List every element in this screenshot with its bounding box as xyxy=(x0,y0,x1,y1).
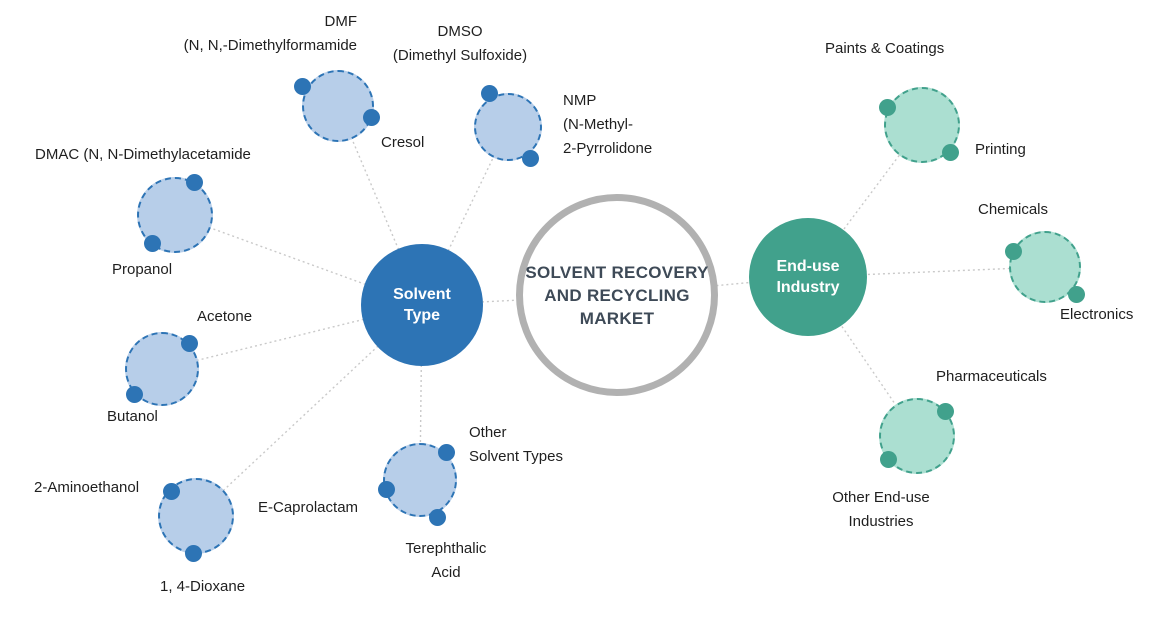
hub-solvent-type: Solvent Type xyxy=(361,244,483,366)
dot-1-4-dioxane xyxy=(185,545,202,562)
label-dmf: DMF (N, N,-Dimethylformamide xyxy=(183,13,357,54)
dot-other-end-use xyxy=(880,451,897,468)
dot-terephthalic-acid xyxy=(429,509,446,526)
satellite-dmf-cresol xyxy=(302,70,374,142)
dot-printing xyxy=(942,144,959,161)
label-nmp: NMP (N-Methyl- 2-Pyrrolidone xyxy=(563,92,653,157)
dot-other-solvent-types xyxy=(438,444,455,461)
diagram-title: SOLVENT RECOVERY AND RECYCLING MARKET xyxy=(525,262,709,328)
label-acetone: Acetone xyxy=(197,308,253,325)
label-e-caprolactam: E-Caprolactam xyxy=(258,499,359,516)
dot-pharmaceuticals xyxy=(937,403,954,420)
label-1-4-dioxane: 1, 4-Dioxane xyxy=(160,578,246,595)
label-electronics: Electronics xyxy=(1060,306,1134,323)
dot-electronics xyxy=(1068,286,1085,303)
dot-propanol xyxy=(144,235,161,252)
dot-cresol xyxy=(363,109,380,126)
label-2-aminoethanol: 2-Aminoethanol xyxy=(34,479,140,496)
dot-nmp xyxy=(522,150,539,167)
satellite-dmso-nmp xyxy=(474,93,542,161)
hub-end-use-industry: End-use Industry xyxy=(749,218,867,336)
dot-dmf xyxy=(294,78,311,95)
label-paints-coatings: Paints & Coatings xyxy=(825,40,945,57)
connector-line xyxy=(174,214,423,306)
label-pharmaceuticals: Pharmaceuticals xyxy=(936,368,1047,385)
label-printing: Printing xyxy=(975,141,1026,158)
dot-2-aminoethanol xyxy=(163,483,180,500)
dot-acetone xyxy=(181,335,198,352)
label-terephthalic-acid: Terephthalic Acid xyxy=(405,540,487,581)
dot-dmac xyxy=(186,174,203,191)
label-cresol: Cresol xyxy=(381,134,425,151)
label-propanol: Propanol xyxy=(112,261,173,278)
dot-chemicals xyxy=(1005,243,1022,260)
label-chemicals: Chemicals xyxy=(978,201,1049,218)
label-dmso: DMSO (Dimethyl Sulfoxide) xyxy=(392,23,528,64)
label-other-end-use: Other End-use Industries xyxy=(832,489,930,530)
label-dmac: DMAC (N, N-Dimethylacetamide xyxy=(35,146,251,163)
label-butanol: Butanol xyxy=(107,408,158,425)
dot-dmso xyxy=(481,85,498,102)
dot-butanol xyxy=(126,386,143,403)
dot-e-caprolactam xyxy=(378,481,395,498)
dot-paints-coatings xyxy=(879,99,896,116)
central-market-circle: SOLVENT RECOVERY AND RECYCLING MARKET xyxy=(516,194,718,396)
label-other-solvent-types: Other Solvent Types xyxy=(469,424,563,465)
